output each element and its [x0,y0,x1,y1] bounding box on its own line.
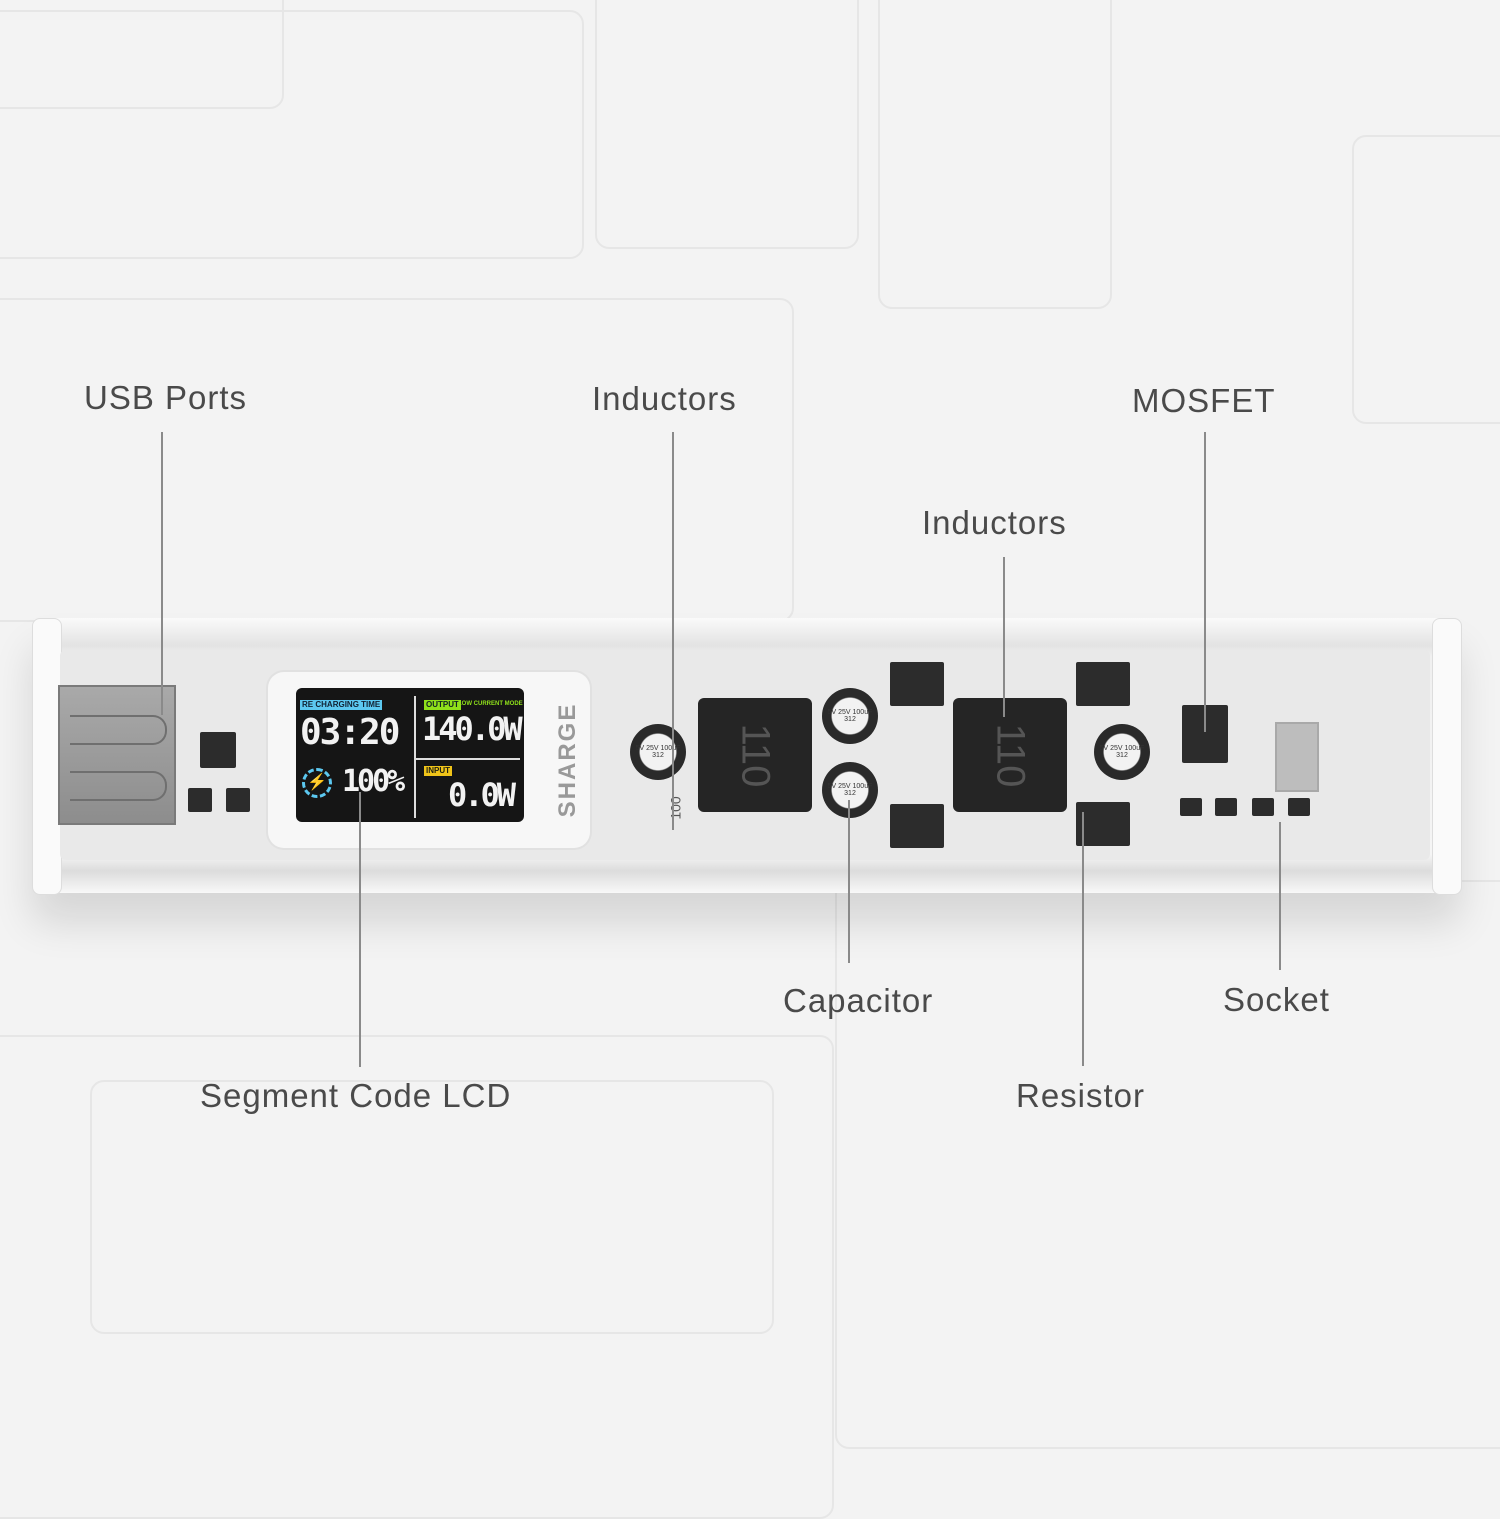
lcd-divider-horizontal [416,758,520,760]
background-outline [90,1080,774,1334]
label-socket: Socket [1223,981,1330,1018]
inductor: 110 [953,698,1067,812]
lcd-mode: LOW CURRENT MODE [458,701,523,707]
label-mosfet: MOSFET [1132,382,1276,419]
mosfet-chip [890,662,944,706]
label-capacitor: Capacitor [783,982,934,1019]
inductor: 110 [698,698,812,812]
label-segment-lcd: Segment Code LCD [200,1077,512,1114]
lcd-input-value: 0.0W [448,776,516,814]
background-outline [0,0,284,109]
label-usb-ports: USB Ports [84,379,248,416]
capacitor-marking: 5V 25V 100uF 312 [1099,745,1145,759]
inductor-marking: 110 [733,723,778,787]
leader-mosfet [1204,432,1206,732]
segment-lcd: RE CHARGING TIME 03:20 ⚡ 100% OUTPUT LOW… [296,688,524,822]
leader-usb-ports [161,432,163,715]
usb-slot [70,771,167,801]
ic-chip [226,788,250,812]
socket [1275,722,1319,792]
inductor-marking: 110 [988,723,1033,787]
lcd-output-tag: OUTPUT [424,700,461,710]
right-end-cap [1432,618,1462,895]
lcd-input-tag: INPUT [424,766,452,776]
lcd-recharging-tag: RE CHARGING TIME [300,700,383,710]
background-outline [878,0,1112,309]
background-outline [0,298,794,622]
brand-logo: SHARGE [554,702,581,818]
ic-chip [200,732,236,768]
background-outline [0,10,584,259]
leader-segment-lcd [359,792,361,1067]
capacitor-marking: 5V 25V 100uF 312 [635,745,681,759]
lcd-divider-vertical [414,696,416,818]
mosfet-chip [890,804,944,848]
label-inductors-mid: Inductors [922,504,1067,541]
ic-chip [1288,798,1310,816]
capacitor: 5V 25V 100uF 312 [822,762,878,818]
leader-resistor [1082,812,1084,1066]
usb-ports [58,685,176,825]
mosfet-chip [1076,662,1130,706]
left-end-cap [32,618,62,895]
label-inductors-top: Inductors [592,380,737,417]
leader-capacitor [848,800,850,963]
ic-chip [188,788,212,812]
background-outline [595,0,859,249]
capacitor: 5V 25V 100uF 312 [822,688,878,744]
ic-chip [1180,798,1202,816]
capacitor-marking: 5V 25V 100uF 312 [827,783,873,797]
lcd-battery-percent: 100% [342,764,405,799]
resistor-marking: 100 [667,796,684,820]
lcd-re-text: RE [302,700,314,709]
background-outline [1352,135,1500,424]
leader-inductors-top [672,432,674,830]
usb-slot [70,715,167,745]
lcd-output-value: 140.0W [422,710,523,748]
capacitor: 5V 25V 100uF 312 [1094,724,1150,780]
capacitor: 5V 25V 100uF 312 [630,724,686,780]
lightning-icon: ⚡ [302,768,332,798]
label-resistor: Resistor [1016,1077,1146,1114]
leader-inductors-mid [1003,557,1005,717]
ic-chip [1252,798,1274,816]
lcd-charging-time-text: CHARGING TIME [315,700,381,709]
background-outline [835,880,1500,1449]
capacitor-marking: 5V 25V 100uF 312 [827,709,873,723]
resistor-chip [1076,802,1130,846]
lcd-time: 03:20 [300,712,400,753]
leader-socket [1279,822,1281,970]
ic-chip [1215,798,1237,816]
